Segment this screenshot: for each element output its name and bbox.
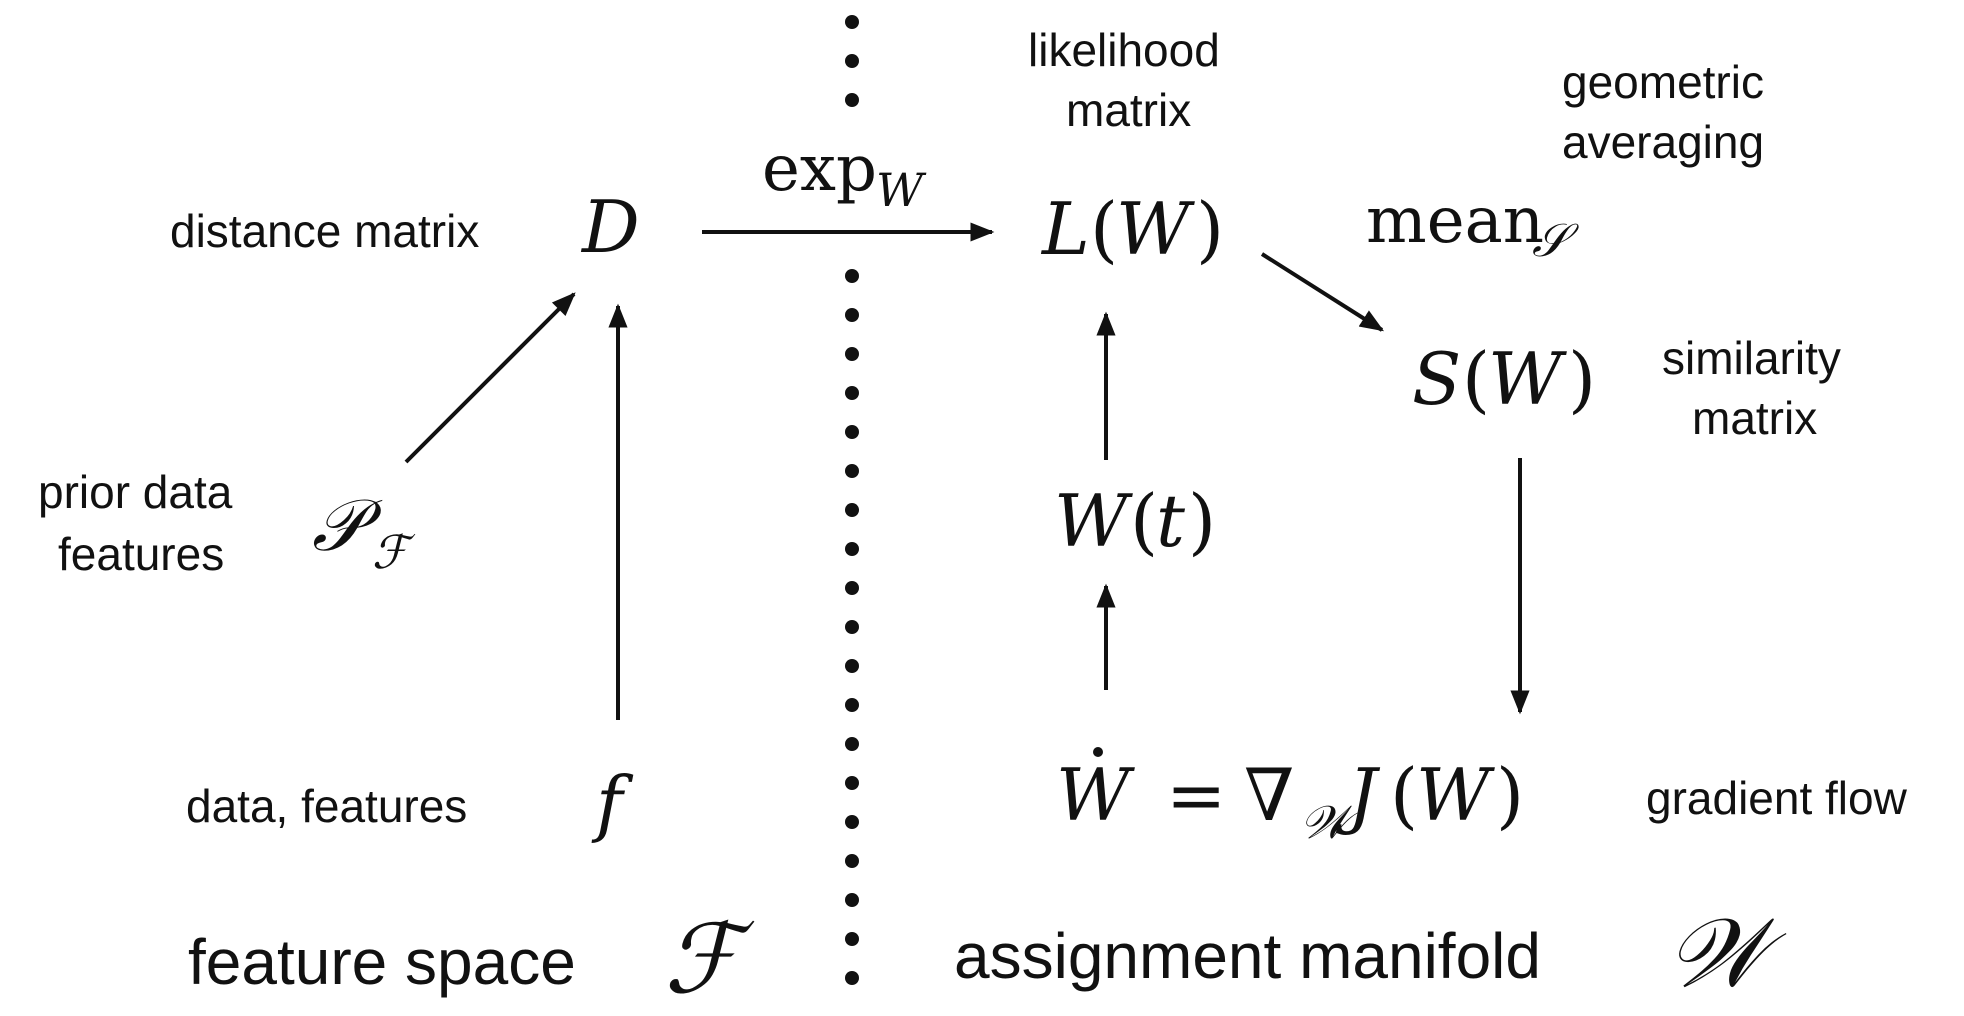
separator-dot bbox=[845, 93, 859, 107]
label-assignment-manifold: assignment manifold bbox=[954, 920, 1541, 992]
label-data-features: data, features bbox=[186, 780, 467, 832]
time-derivative-dot bbox=[1093, 747, 1103, 757]
symbol-P-F: 𝒫 ℱ bbox=[312, 483, 416, 579]
separator-dot bbox=[845, 308, 859, 322]
label-similarity-matrix: matrix bbox=[1692, 392, 1817, 444]
paren-open-W: ( bbox=[1130, 479, 1158, 563]
separator-dot bbox=[845, 971, 859, 985]
paren-close-L: ) bbox=[1196, 187, 1224, 271]
symbol-S-argument-W: W bbox=[1488, 337, 1567, 421]
exp-map-label: exp W bbox=[762, 132, 927, 217]
label-distance-matrix: distance matrix bbox=[170, 205, 479, 257]
paren-close-W: ) bbox=[1188, 479, 1216, 563]
label-likelihood-matrix: matrix bbox=[1066, 84, 1191, 136]
symbol-exp-subscript-W: W bbox=[876, 163, 927, 217]
symbol-P-subscript-F: ℱ bbox=[372, 525, 416, 579]
arrow-L-to-S bbox=[1260, 252, 1385, 332]
separator-dot bbox=[845, 698, 859, 712]
mean-S-label: mean 𝒮 bbox=[1366, 184, 1579, 267]
symbol-W-dot: W bbox=[1056, 753, 1135, 837]
separator-dot bbox=[845, 386, 859, 400]
paren-open-S: ( bbox=[1462, 337, 1490, 421]
separator-dot bbox=[845, 464, 859, 478]
separator-dot bbox=[845, 737, 859, 751]
paren-close-J: ) bbox=[1496, 753, 1524, 837]
label-averaging: averaging bbox=[1562, 116, 1764, 168]
separator-dot bbox=[845, 659, 859, 673]
bottom-right-title: assignment manifold 𝒲 bbox=[954, 897, 1787, 1009]
symbol-J-argument-W: W bbox=[1416, 753, 1495, 837]
separator-dot bbox=[845, 893, 859, 907]
label-geometric: geometric bbox=[1562, 56, 1764, 108]
separator-dot bbox=[845, 54, 859, 68]
label-similarity: similarity bbox=[1662, 332, 1841, 384]
symbol-nabla: ∇ bbox=[1244, 753, 1294, 837]
bottom-left-title: feature space ℱ bbox=[188, 903, 755, 1015]
separator-dot bbox=[845, 776, 859, 790]
separator-dot bbox=[845, 503, 859, 517]
arrow-P-to-D bbox=[404, 292, 576, 464]
paren-open-J: ( bbox=[1390, 753, 1418, 837]
label-feature-space: feature space bbox=[188, 926, 576, 998]
symbol-S-of-W: S ( W ) bbox=[1412, 337, 1596, 421]
label-features: features bbox=[58, 528, 224, 580]
paren-open-L: ( bbox=[1090, 187, 1118, 271]
gradient-flow-equation: W = ∇ 𝒲 J ( W ) bbox=[1056, 747, 1524, 849]
label-gradient-flow: gradient flow bbox=[1646, 772, 1908, 824]
separator-dot bbox=[845, 347, 859, 361]
paren-close-S: ) bbox=[1568, 337, 1596, 421]
dotted-separator bbox=[845, 15, 859, 985]
label-likelihood: likelihood bbox=[1028, 24, 1220, 76]
separator-dot bbox=[845, 269, 859, 283]
symbol-L: L bbox=[1040, 187, 1090, 271]
separator-dot bbox=[845, 815, 859, 829]
symbol-f: f bbox=[591, 761, 634, 845]
symbol-feature-space-F: ℱ bbox=[664, 903, 755, 1015]
separator-dot bbox=[845, 620, 859, 634]
symbol-exp: exp bbox=[762, 132, 877, 206]
separator-dot bbox=[845, 932, 859, 946]
symbol-L-argument-W: W bbox=[1116, 187, 1195, 271]
symbol-W-argument-t: t bbox=[1156, 479, 1186, 563]
separator-dot bbox=[845, 854, 859, 868]
symbol-L-of-W: L ( W ) bbox=[1040, 187, 1224, 271]
label-prior-data: prior data bbox=[38, 466, 233, 518]
symbol-assignment-manifold-W: 𝒲 bbox=[1666, 897, 1787, 1009]
symbol-D: D bbox=[580, 185, 640, 269]
symbol-W: W bbox=[1054, 479, 1133, 563]
symbol-equals: = bbox=[1166, 753, 1226, 837]
symbol-mean-subscript-S: 𝒮 bbox=[1532, 213, 1579, 267]
separator-dot bbox=[845, 425, 859, 439]
symbol-W-of-t: W ( t ) bbox=[1054, 479, 1216, 563]
separator-dot bbox=[845, 581, 859, 595]
separator-dot bbox=[845, 15, 859, 29]
symbol-S: S bbox=[1412, 337, 1461, 421]
symbol-mean: mean bbox=[1366, 184, 1544, 258]
separator-dot bbox=[845, 542, 859, 556]
